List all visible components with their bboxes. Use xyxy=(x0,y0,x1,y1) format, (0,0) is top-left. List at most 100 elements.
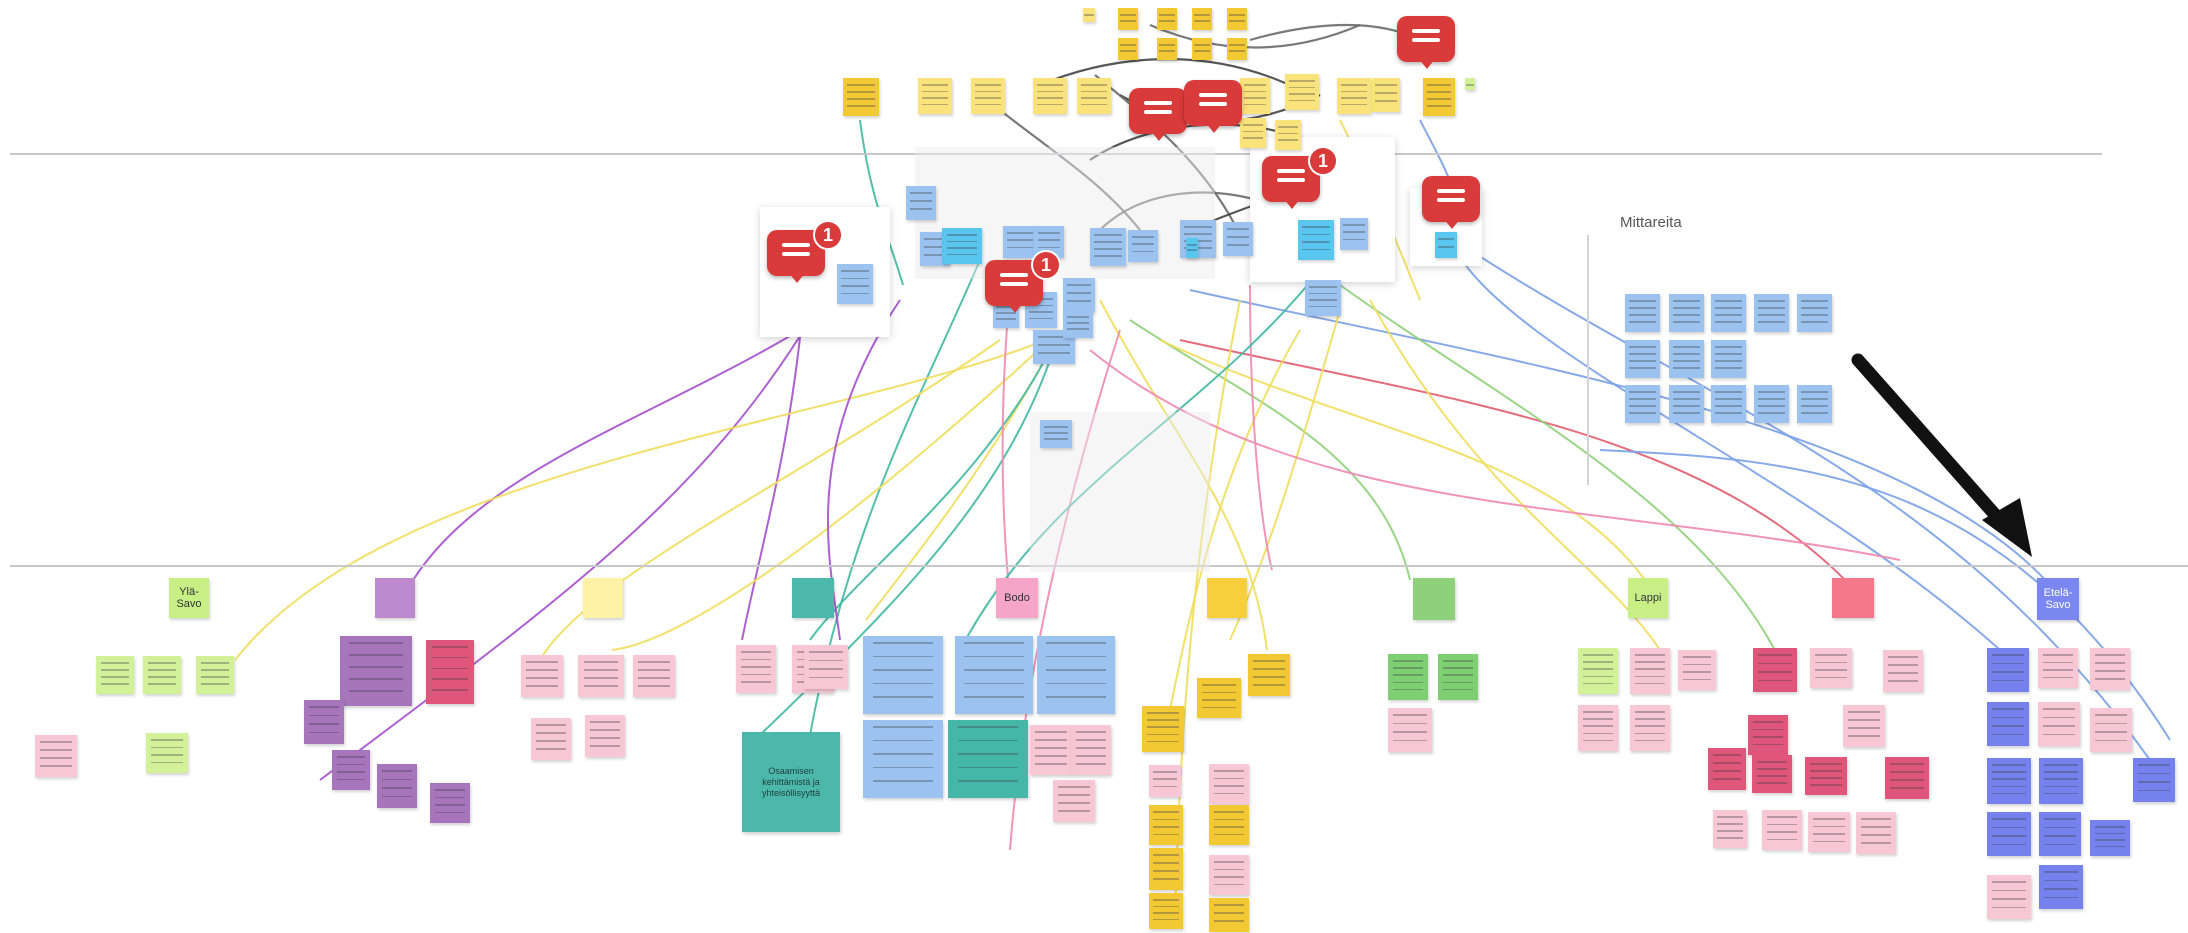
connector-line[interactable] xyxy=(1089,349,1901,561)
sticky-note[interactable] xyxy=(1090,228,1126,266)
region-header-etela-savo[interactable]: Etelä-Savo xyxy=(2037,578,2079,620)
sticky-note[interactable] xyxy=(1669,340,1704,378)
comment-top-center-b[interactable] xyxy=(1184,80,1242,134)
sticky-note[interactable] xyxy=(1223,222,1253,256)
sticky-note[interactable] xyxy=(1209,764,1249,804)
sticky-note[interactable] xyxy=(948,720,1028,798)
connector-line[interactable] xyxy=(234,319,1091,661)
sticky-note[interactable] xyxy=(1192,8,1212,30)
sticky-note[interactable] xyxy=(1797,385,1832,423)
sticky-note[interactable] xyxy=(1987,875,2031,919)
sticky-note[interactable] xyxy=(804,645,848,689)
connector-line[interactable] xyxy=(1149,23,1361,49)
sticky-note[interactable] xyxy=(1157,8,1177,30)
region-header-bodo[interactable]: Bodo xyxy=(996,578,1038,618)
sticky-note[interactable] xyxy=(1711,340,1746,378)
sticky-note[interactable] xyxy=(1248,654,1290,696)
sticky-note[interactable] xyxy=(1337,78,1371,114)
sticky-note[interactable] xyxy=(1275,120,1301,150)
sticky-note[interactable] xyxy=(1128,230,1158,262)
connector-line[interactable] xyxy=(1339,284,1781,661)
sticky-note[interactable] xyxy=(332,750,370,790)
connector-line[interactable] xyxy=(809,329,1061,641)
sticky-note[interactable] xyxy=(863,720,943,798)
sticky-note[interactable] xyxy=(1227,8,1247,30)
connector-line[interactable] xyxy=(611,329,1061,651)
comment-top-right-1[interactable] xyxy=(1397,16,1455,70)
region-header-yla-savo[interactable]: Ylä-Savo xyxy=(169,578,209,618)
sticky-note[interactable] xyxy=(146,733,188,773)
sticky-note[interactable] xyxy=(2133,758,2175,802)
big-note-osaamisen-kehittaminen[interactable]: Osaamisen kehittämistä ja yhteisöllisyyt… xyxy=(742,732,840,832)
sticky-note[interactable] xyxy=(521,655,563,697)
sticky-note[interactable] xyxy=(377,764,417,808)
sticky-note[interactable] xyxy=(1987,812,2031,856)
connector-line[interactable] xyxy=(1249,284,1273,571)
sticky-note[interactable] xyxy=(1037,636,1115,714)
sticky-note[interactable] xyxy=(1797,294,1832,332)
sticky-note[interactable] xyxy=(1438,654,1478,700)
sticky-note[interactable] xyxy=(1372,78,1400,112)
sticky-note[interactable] xyxy=(955,636,1033,714)
sticky-note[interactable] xyxy=(1388,708,1432,752)
sticky-note[interactable] xyxy=(1240,78,1270,114)
connector-line[interactable] xyxy=(999,109,1141,231)
sticky-note[interactable] xyxy=(1003,226,1037,258)
sticky-note[interactable] xyxy=(1711,385,1746,423)
sticky-note[interactable] xyxy=(1040,420,1072,448)
connector-line[interactable] xyxy=(1001,289,1011,601)
sticky-note[interactable] xyxy=(1033,78,1067,114)
sticky-note[interactable] xyxy=(1669,385,1704,423)
sticky-note[interactable] xyxy=(35,735,77,777)
sticky-note[interactable] xyxy=(1149,805,1183,845)
sticky-note[interactable] xyxy=(633,655,675,697)
sticky-note[interactable] xyxy=(2090,820,2130,856)
sticky-note[interactable] xyxy=(1810,648,1852,688)
connector-line[interactable] xyxy=(741,307,804,641)
sticky-note[interactable] xyxy=(1192,38,1212,60)
sticky-note[interactable] xyxy=(2039,812,2081,856)
sticky-note[interactable] xyxy=(1625,340,1660,378)
sticky-note[interactable] xyxy=(1227,38,1247,60)
connector-line[interactable] xyxy=(409,329,801,586)
sticky-note[interactable] xyxy=(1423,78,1455,116)
sticky-note[interactable] xyxy=(304,700,344,744)
sticky-note[interactable] xyxy=(1578,705,1618,751)
sticky-note[interactable] xyxy=(2038,648,2078,688)
sticky-note[interactable] xyxy=(1805,757,1847,795)
sticky-note[interactable] xyxy=(1748,715,1788,755)
sticky-note[interactable] xyxy=(1285,74,1319,110)
connector-line[interactable] xyxy=(1179,339,1851,586)
connector-line[interactable] xyxy=(319,319,811,781)
sticky-note[interactable] xyxy=(1209,898,1249,932)
connector-line[interactable] xyxy=(827,299,901,641)
connector-line[interactable] xyxy=(542,339,1001,656)
sticky-note[interactable] xyxy=(1987,648,2029,692)
sticky-note[interactable] xyxy=(1630,648,1670,694)
sticky-note[interactable] xyxy=(1808,812,1850,852)
comment-center-right[interactable]: 1 xyxy=(1262,146,1338,210)
sticky-note[interactable] xyxy=(1678,650,1716,690)
sticky-note[interactable] xyxy=(143,656,181,694)
sticky-note[interactable] xyxy=(1077,78,1111,114)
sticky-note[interactable] xyxy=(1118,8,1138,30)
comment-top-center-a[interactable] xyxy=(1129,88,1187,142)
sticky-note[interactable] xyxy=(736,645,776,693)
sticky-note[interactable] xyxy=(1669,294,1704,332)
sticky-note[interactable] xyxy=(1149,893,1183,929)
sticky-note[interactable] xyxy=(2090,708,2132,752)
region-header-etela[interactable] xyxy=(1832,578,1874,618)
sticky-note[interactable] xyxy=(1240,118,1266,148)
sticky-note[interactable] xyxy=(1987,702,2029,746)
sticky-note[interactable] xyxy=(1625,385,1660,423)
sticky-note[interactable] xyxy=(1885,757,1929,799)
sticky-note[interactable] xyxy=(1630,705,1670,751)
sticky-note[interactable] xyxy=(1578,648,1618,694)
sticky-note[interactable] xyxy=(1752,755,1792,793)
sticky-note[interactable] xyxy=(1388,654,1428,700)
connector-line[interactable] xyxy=(1099,299,1268,651)
comment-left[interactable]: 1 xyxy=(767,220,843,284)
connector-line[interactable] xyxy=(1249,23,1421,42)
sticky-note[interactable] xyxy=(1754,294,1789,332)
sticky-note[interactable] xyxy=(1030,725,1072,775)
